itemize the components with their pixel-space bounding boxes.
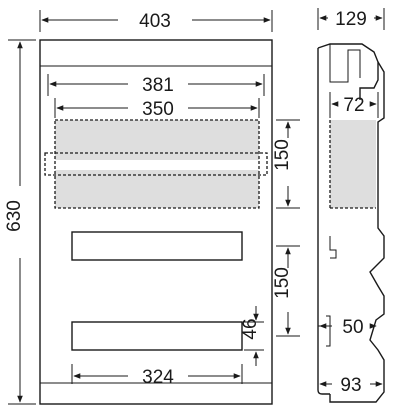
din-rail-outline bbox=[44, 152, 268, 176]
dim-cutout-width: 324 bbox=[142, 367, 174, 388]
rail-zone-1 bbox=[55, 120, 259, 160]
cutout-bottom bbox=[71, 321, 243, 351]
side-view bbox=[317, 43, 385, 403]
dim-rail-depth: 72 bbox=[343, 95, 364, 116]
side-front-contour bbox=[329, 61, 385, 403]
dim-front-width: 403 bbox=[139, 11, 171, 32]
side-top-detail bbox=[329, 44, 361, 83]
dim-rail-width: 350 bbox=[142, 99, 174, 120]
dim-mount-depth: 50 bbox=[342, 317, 363, 338]
dim-row-pitch-top: 150 bbox=[272, 139, 293, 171]
rail-outline bbox=[54, 119, 260, 209]
dim-row-pitch-bottom: 150 bbox=[272, 267, 293, 299]
front-view bbox=[39, 39, 273, 405]
dim-inner-width: 381 bbox=[142, 75, 174, 96]
side-back-wall bbox=[317, 48, 330, 395]
dim-base-depth: 93 bbox=[340, 375, 361, 396]
rail-zone-2 bbox=[55, 170, 259, 208]
dim-front-height: 630 bbox=[4, 200, 25, 232]
side-rail-zone bbox=[330, 120, 376, 208]
cutout-middle bbox=[71, 231, 243, 261]
side-mount-detail bbox=[329, 236, 337, 259]
dim-module-height: 46 bbox=[240, 318, 261, 339]
enclosure-outline bbox=[39, 39, 273, 405]
dim-side-depth: 129 bbox=[335, 9, 367, 30]
